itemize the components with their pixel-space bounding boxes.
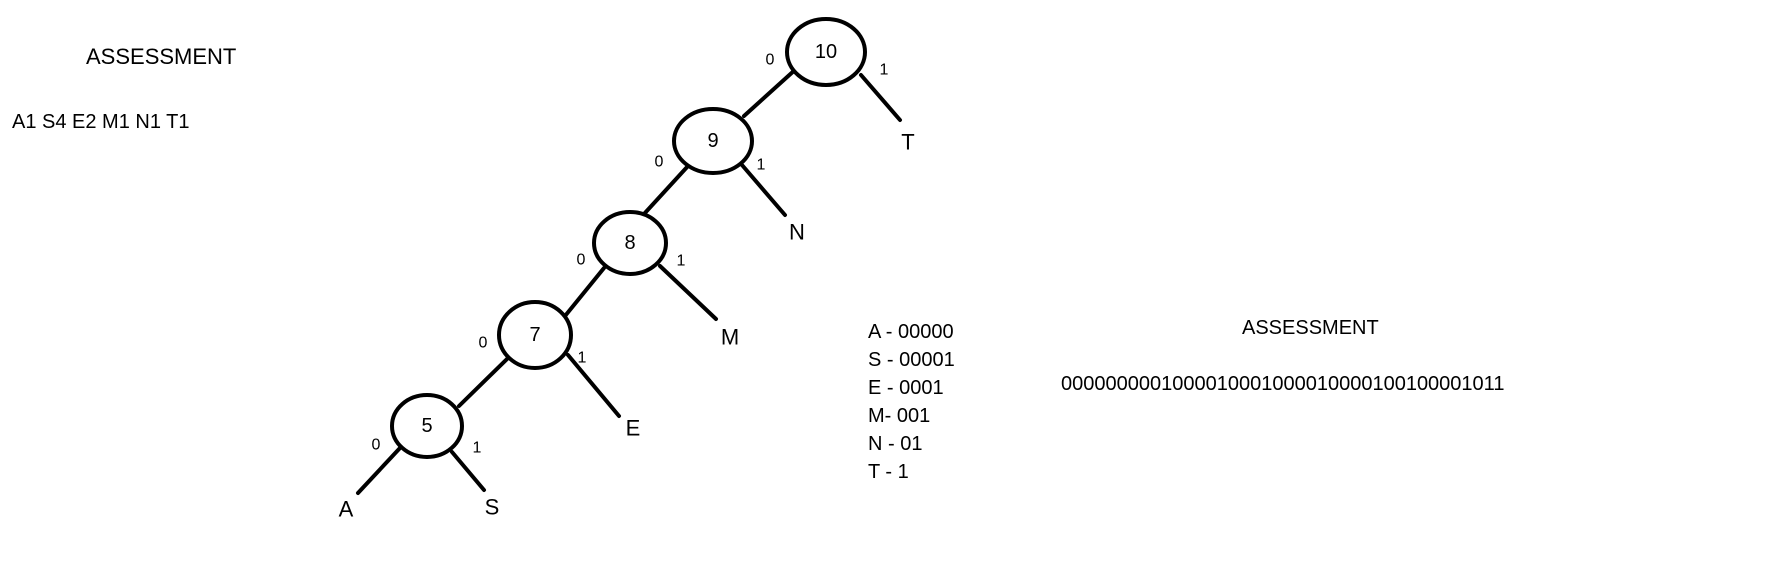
code-m: M- 001 <box>868 405 931 427</box>
edge-bit-label: 0 <box>766 52 775 69</box>
tree-node-n5-label: 5 <box>421 415 432 437</box>
tree-node-n7-circle <box>497 300 573 370</box>
code-s: S - 00001 <box>868 349 955 371</box>
leaf-e-label: E <box>626 416 641 441</box>
left-title: ASSESSMENT <box>86 44 237 69</box>
edge-bit-label: 1 <box>473 440 482 457</box>
tree-edge-n5-A <box>356 446 402 495</box>
tree-node-n8-label: 8 <box>624 232 635 254</box>
tree-edge-n5-S <box>450 450 486 492</box>
edge-bit-label: 1 <box>578 350 587 367</box>
symbol-frequencies: A1 S4 E2 M1 N1 T1 <box>12 111 190 133</box>
tree-edge-n7-n5 <box>457 356 510 408</box>
tree-node-n10-label: 10 <box>815 41 837 63</box>
tree-node-n9-circle <box>672 107 754 175</box>
tree-node-n5-circle <box>390 393 464 459</box>
encoded-string: 0000000001000010001000010000100100001011 <box>1061 373 1505 395</box>
code-e: E - 0001 <box>868 377 944 399</box>
right-title: ASSESSMENT <box>1242 317 1379 339</box>
tree-edge-n10-n9 <box>742 67 798 118</box>
code-a: A - 00000 <box>868 321 954 343</box>
edge-bit-label: 1 <box>757 157 766 174</box>
leaf-t-label: T <box>901 130 914 155</box>
tree-edge-n8-M <box>658 264 718 321</box>
code-t: T - 1 <box>868 461 909 483</box>
code-n: N - 01 <box>868 433 923 455</box>
edge-bit-label: 1 <box>677 253 686 270</box>
tree-node-n8-circle <box>592 210 668 276</box>
edge-bit-label: 0 <box>655 154 664 171</box>
tree-edge-n9-n8 <box>642 164 690 216</box>
tree-node-n7-label: 7 <box>529 324 540 346</box>
tree-edge-n10-T <box>859 73 902 122</box>
edge-bit-label: 0 <box>479 335 488 352</box>
tree-edges <box>356 67 902 495</box>
tree-edge-n9-N <box>740 163 787 217</box>
tree-edge-n7-E <box>566 353 621 418</box>
tree-edge-n8-n7 <box>563 266 606 318</box>
leaf-s-label: S <box>485 495 500 520</box>
edge-bit-label: 0 <box>577 252 586 269</box>
leaf-m-label: M <box>721 325 739 350</box>
edge-bit-label: 0 <box>372 437 381 454</box>
tree-node-n9-label: 9 <box>707 130 718 152</box>
edge-bit-label: 1 <box>880 62 889 79</box>
leaf-a-label: A <box>339 497 354 522</box>
tree-node-n10-circle <box>785 17 867 87</box>
leaf-n-label: N <box>789 220 805 245</box>
code-table: A - 00000 S - 00001 E - 0001 M- 001 N - … <box>868 318 955 486</box>
